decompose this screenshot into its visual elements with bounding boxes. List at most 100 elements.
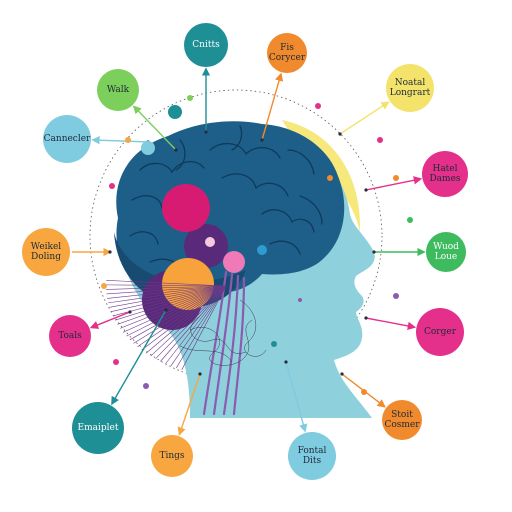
connector-line-2 [261, 72, 284, 141]
node-bubble-2[interactable]: Fis Corycer [267, 33, 307, 73]
decor-dot-1 [168, 105, 182, 119]
decor-dot-6 [101, 283, 107, 289]
fibre-6 [155, 285, 227, 360]
fibre-14 [122, 285, 227, 333]
connector-anchor-12 [340, 372, 344, 376]
node-label-5: Cannecler [43, 134, 91, 144]
brain-shape [116, 121, 345, 297]
node-bubble-14[interactable]: Fontal Dits [288, 432, 336, 480]
connector-line-5 [91, 136, 149, 145]
fibre-26 [106, 280, 227, 287]
decor-dot-14 [315, 103, 321, 109]
node-bubble-9[interactable]: Toals [49, 315, 91, 357]
connector-anchor-2 [260, 138, 264, 142]
node-label-10: Corger [424, 327, 456, 337]
connector-line-6 [365, 176, 423, 191]
fibre-13 [126, 285, 227, 337]
fibre-17 [114, 285, 227, 321]
node-bubble-5[interactable]: Cannecler [43, 115, 91, 163]
node-label-2: Fis Corycer [268, 43, 306, 63]
fibre-23 [106, 285, 227, 295]
nerve-fibres [106, 280, 227, 370]
node-bubble-10[interactable]: Corger [416, 308, 464, 356]
decor-dot-15 [143, 383, 149, 389]
node-bubble-4[interactable]: Noatal Longrart [386, 64, 434, 112]
fibre-12 [129, 285, 227, 341]
connector-line-11 [111, 309, 167, 406]
connector-anchor-7 [108, 250, 112, 254]
fibre-9 [141, 285, 227, 351]
inner-small-circle [205, 237, 215, 247]
node-bubble-1[interactable]: Cnitts [184, 23, 228, 67]
decor-dot-2 [187, 95, 193, 101]
decor-dot-5 [109, 183, 115, 189]
connector-anchor-9 [128, 310, 132, 314]
node-bubble-7[interactable]: Weikel Doling [22, 228, 70, 276]
inner-magenta-circle [162, 184, 210, 232]
fibre-25 [106, 284, 227, 287]
fibre-21 [108, 285, 227, 304]
decor-dot-13 [327, 175, 333, 181]
fibre-8 [145, 285, 227, 354]
fibre-18 [112, 285, 227, 317]
node-bubble-8[interactable]: Wuod Loue [426, 232, 466, 272]
fibre-15 [120, 285, 227, 329]
node-bubble-6[interactable]: Hatel Dames [422, 151, 468, 197]
node-label-14: Fontal Dits [297, 446, 327, 466]
connector-anchor-3 [174, 148, 178, 152]
decor-dot-4 [125, 137, 131, 143]
node-label-6: Hatel Dames [429, 164, 461, 184]
fibre-24 [106, 285, 227, 290]
decor-dot-9 [393, 175, 399, 181]
decor-dot-17 [298, 298, 302, 302]
node-bubble-11[interactable]: Emaiplet [72, 402, 124, 454]
inner-small-circle-2 [257, 245, 267, 255]
node-bubble-12[interactable]: Stoit Cosmer [382, 400, 422, 440]
node-label-11: Emaiplet [77, 423, 119, 433]
fibre-1 [181, 285, 227, 370]
node-label-3: Walk [106, 85, 130, 95]
fibre-5 [160, 285, 227, 362]
node-bubble-13[interactable]: Tings [151, 435, 193, 477]
fibre-7 [150, 285, 227, 357]
decor-dot-3 [141, 141, 155, 155]
fibre-22 [107, 285, 227, 299]
node-label-4: Noatal Longrart [389, 78, 431, 98]
connector-line-13 [177, 373, 201, 436]
fibre-2 [176, 285, 227, 369]
node-label-7: Weikel Doling [30, 242, 62, 262]
node-label-1: Cnitts [192, 40, 220, 50]
connector-line-9 [89, 311, 131, 329]
decor-dot-16 [361, 389, 367, 395]
decor-dot-12 [271, 341, 277, 347]
fibre-4 [165, 285, 227, 364]
decor-dot-10 [407, 217, 413, 223]
node-label-9: Toals [58, 331, 82, 341]
connector-anchor-8 [372, 250, 376, 254]
decor-dot-11 [393, 293, 399, 299]
fibre-16 [117, 285, 227, 325]
connector-line-14 [285, 361, 308, 433]
connector-anchor-10 [364, 316, 368, 320]
fibre-10 [137, 285, 227, 348]
node-bubble-3[interactable]: Walk [97, 69, 139, 111]
connector-anchor-14 [284, 360, 288, 364]
connector-anchor-1 [204, 130, 208, 134]
connector-anchor-4 [338, 132, 342, 136]
inner-purple-circle [184, 224, 228, 268]
decor-dot-7 [113, 359, 119, 365]
inner-pink-circle [223, 251, 245, 273]
fibre-19 [110, 285, 227, 312]
node-label-13: Tings [159, 451, 185, 461]
connector-line-10 [365, 317, 417, 331]
fibre-11 [133, 285, 227, 344]
fibre-3 [170, 285, 227, 367]
connector-anchor-13 [198, 372, 202, 376]
decorative-dots [101, 95, 413, 395]
connector-anchor-11 [164, 308, 168, 312]
decor-dot-8 [377, 137, 383, 143]
orbit-ring [89, 89, 383, 383]
connector-line-3 [132, 105, 177, 151]
